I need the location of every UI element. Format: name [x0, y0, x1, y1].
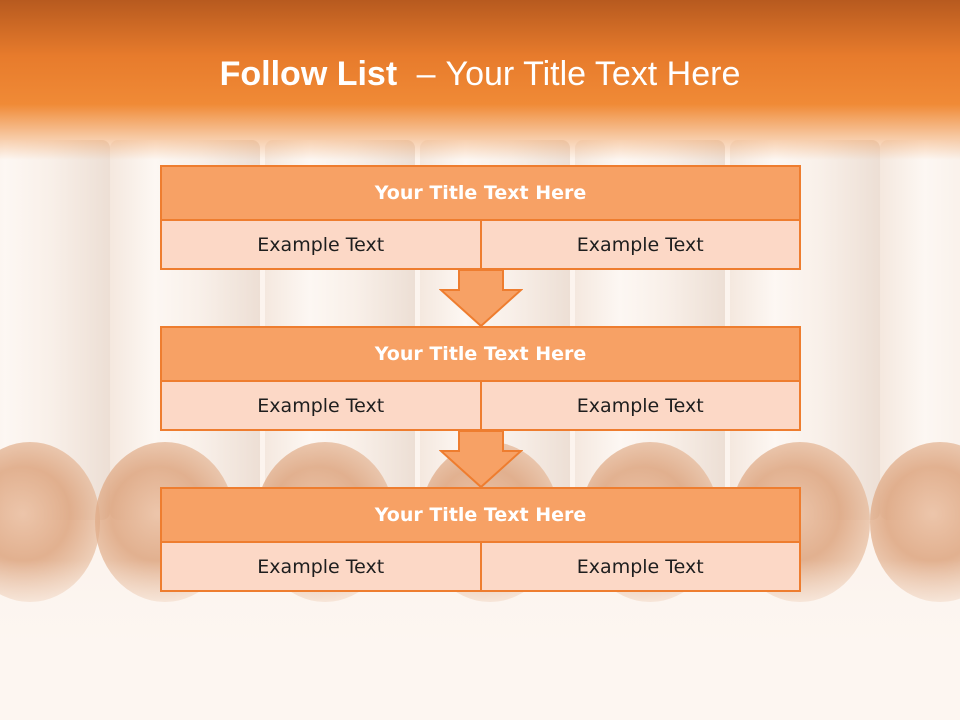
list-block-3: Your Title Text Here Example Text Exampl… [160, 487, 801, 592]
title-rest: Your Title Text Here [445, 55, 741, 93]
block-title: Your Title Text Here [160, 165, 801, 221]
block-cell: Example Text [481, 543, 801, 592]
block-row: Example Text Example Text [160, 382, 801, 431]
block-row: Example Text Example Text [160, 543, 801, 592]
title-separator: – [416, 55, 436, 93]
list-block-1: Your Title Text Here Example Text Exampl… [160, 165, 801, 270]
block-cell: Example Text [160, 543, 482, 592]
block-cell: Example Text [160, 221, 482, 270]
list-block-2: Your Title Text Here Example Text Exampl… [160, 326, 801, 431]
block-cell: Example Text [481, 382, 801, 431]
slide-title: Follow List –Your Title Text Here [0, 55, 960, 94]
down-arrow-icon [439, 270, 523, 328]
block-cell: Example Text [481, 221, 801, 270]
header-band [0, 0, 960, 160]
block-row: Example Text Example Text [160, 221, 801, 270]
down-arrow-icon [439, 431, 523, 489]
block-title: Your Title Text Here [160, 487, 801, 543]
title-bold: Follow List [219, 55, 398, 93]
block-cell: Example Text [160, 382, 482, 431]
block-title: Your Title Text Here [160, 326, 801, 382]
